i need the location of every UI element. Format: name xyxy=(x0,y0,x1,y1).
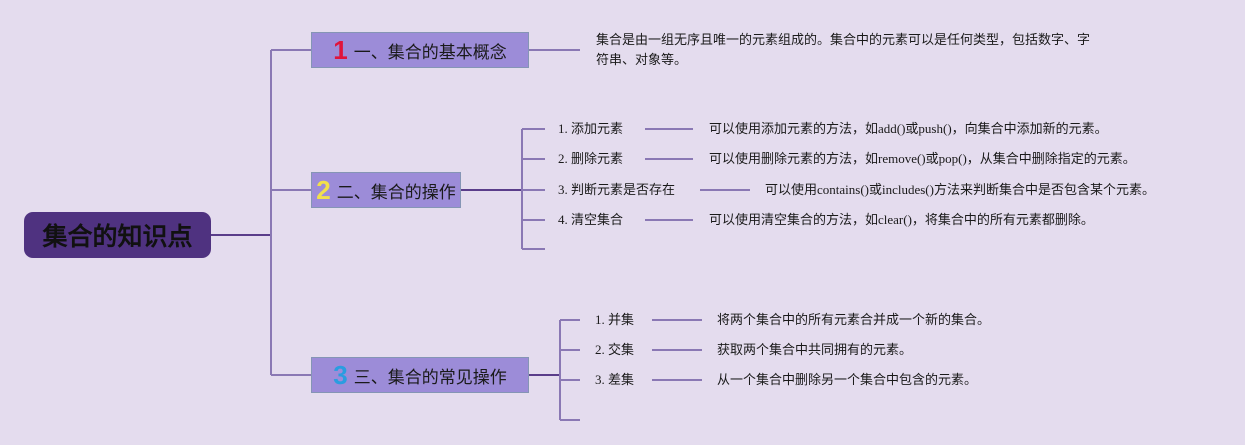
branch-title: 二、集合的操作 xyxy=(336,182,456,203)
root-title: 集合的知识点 xyxy=(42,222,193,251)
subtopic-label[interactable]: 1. 添加元素 xyxy=(558,121,624,136)
subtopic-description: 从一个集合中删除另一个集合中包含的元素。 xyxy=(717,372,978,387)
branch-title: 三、集合的常见操作 xyxy=(353,367,507,388)
basic-concept-description: 集合是由一组无序且唯一的元素组成的。集合中的元素可以是任何类型，包括数字、字符串… xyxy=(596,33,1091,68)
subtopic-description: 可以使用删除元素的方法，如remove()或pop()，从集合中删除指定的元素。 xyxy=(709,151,1136,166)
subtopic-description: 可以使用contains()或includes()方法来判断集合中是否包含某个元… xyxy=(765,182,1155,197)
subtopic-label[interactable]: 3. 差集 xyxy=(595,372,635,387)
branch-title: 一、集合的基本概念 xyxy=(353,42,507,63)
subtopic-label[interactable]: 3. 判断元素是否存在 xyxy=(558,182,676,197)
subtopic-description: 获取两个集合中共同拥有的元素。 xyxy=(717,342,913,357)
number-2-icon: 2 xyxy=(316,174,331,205)
subtopic-description: 可以使用清空集合的方法，如clear()，将集合中的所有元素都删除。 xyxy=(709,212,1094,227)
subtopic-label[interactable]: 1. 并集 xyxy=(595,312,635,327)
subtopic-label[interactable]: 2. 删除元素 xyxy=(558,151,624,166)
subtopic-label[interactable]: 2. 交集 xyxy=(595,342,635,357)
branch-node-common-operations[interactable]: 3 三、集合的常见操作 xyxy=(311,357,529,393)
branch-node-operations[interactable]: 2 二、集合的操作 xyxy=(311,172,461,208)
number-3-icon: 3 xyxy=(333,359,348,390)
number-1-icon: 1 xyxy=(333,34,348,65)
branch-node-basic-concept[interactable]: 1 一、集合的基本概念 xyxy=(311,32,529,68)
subtopic-description: 将两个集合中的所有元素合并成一个新的集合。 xyxy=(717,312,991,327)
subtopic-label[interactable]: 4. 清空集合 xyxy=(558,212,624,227)
subtopic-description: 可以使用添加元素的方法，如add()或push()，向集合中添加新的元素。 xyxy=(709,121,1108,136)
root-node[interactable]: 集合的知识点 xyxy=(24,212,211,258)
